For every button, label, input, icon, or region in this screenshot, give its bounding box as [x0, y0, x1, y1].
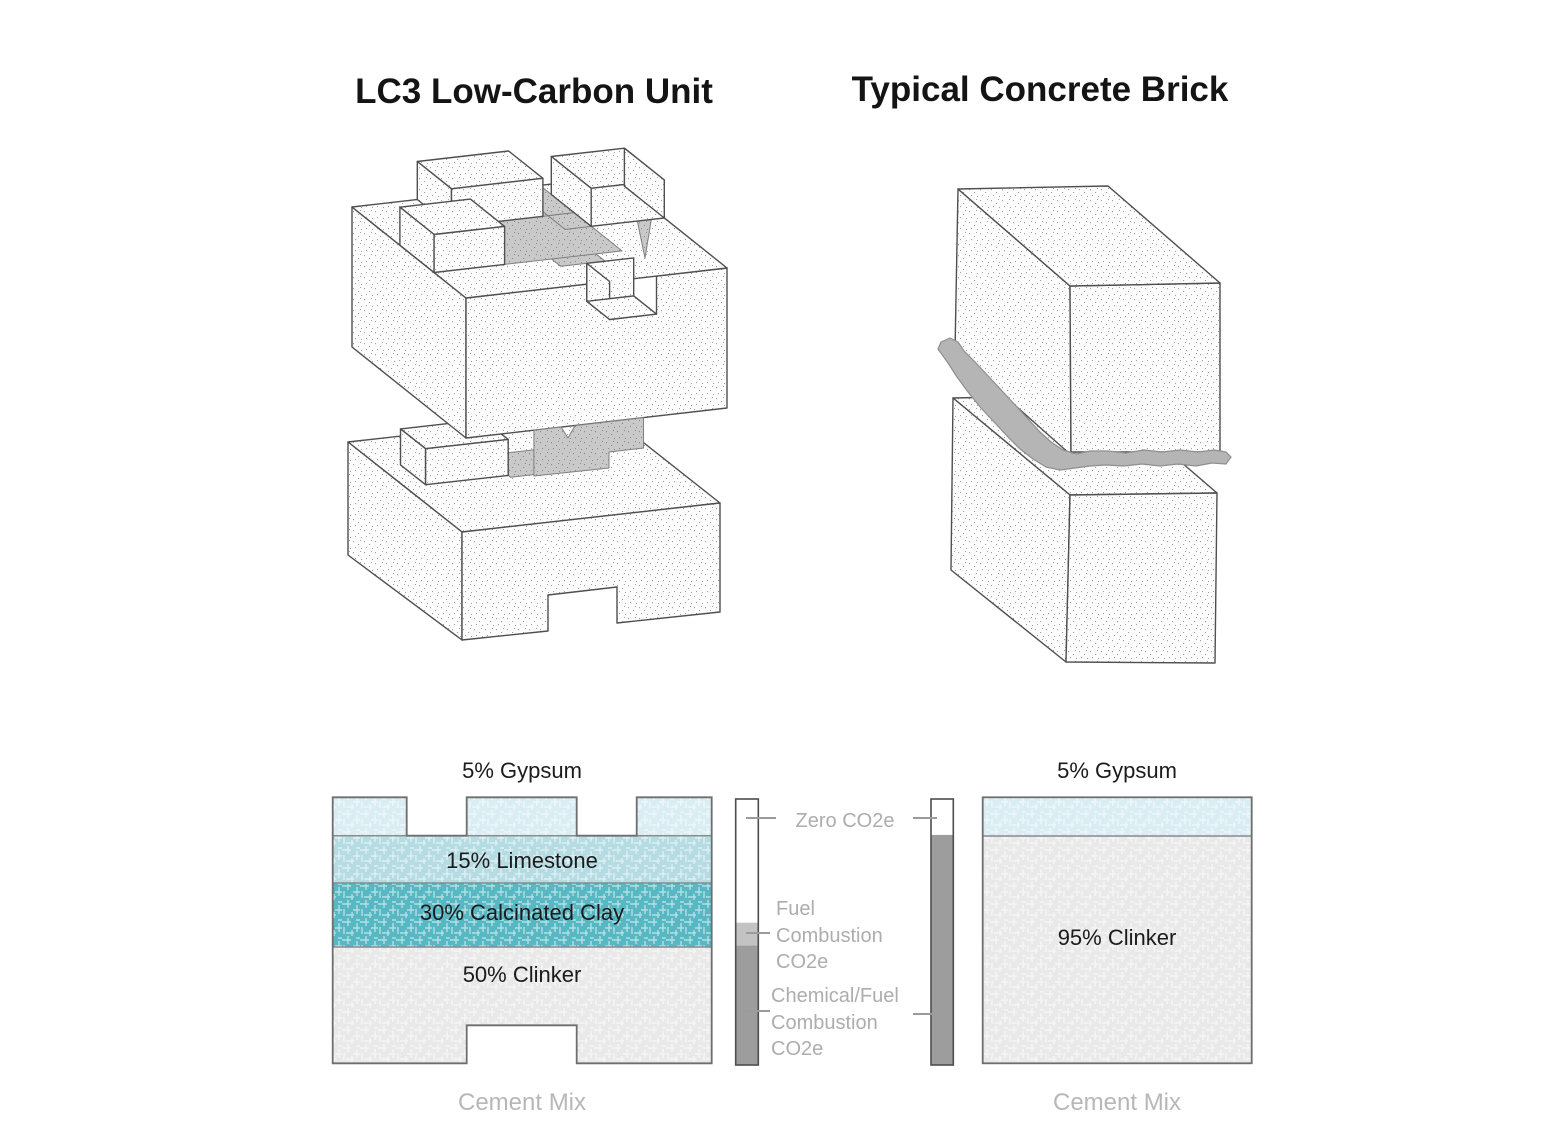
lc3-top-tabs	[399, 147, 665, 274]
lc3-clay-label: 30% Calcinated Clay	[419, 900, 625, 925]
lc3-brick-outline	[331, 796, 713, 1065]
lc3-clinker-label: 50% Clinker	[462, 962, 582, 987]
lc3-front-notch	[586, 257, 658, 321]
fuel-combustion-co2e-label: Fuel Combustion CO2e	[776, 898, 883, 973]
zero-co2e-label: Zero CO2e	[795, 810, 895, 832]
chemical-fuel-combustion-co2e-label: Chemical/Fuel Combustion CO2e	[771, 985, 899, 1060]
typical-bar-segment-chemical	[931, 834, 954, 1065]
typical-cement-mix-diagram	[981, 796, 1253, 1065]
typical-brick-3d-illustration	[937, 185, 1232, 664]
lc3-cement-mix-caption: Cement Mix	[457, 1089, 587, 1116]
lc3-title: LC3 Low-Carbon Unit	[355, 72, 713, 111]
co2e-bars	[734, 798, 955, 1066]
lc3-interlock-key	[533, 417, 644, 477]
crack	[937, 337, 1232, 471]
lc3-gypsum-label: 5% Gypsum	[462, 758, 582, 783]
lc3-brick-3d-illustration	[347, 147, 728, 641]
lc3-bar-segment-chemical	[735, 945, 759, 1065]
typical-cement-mix-caption: Cement Mix	[1052, 1089, 1182, 1116]
lc3-bar-segment-fuel	[735, 922, 759, 946]
lc3-limestone-label: 15% Limestone	[446, 848, 598, 873]
typical-lower-half	[950, 394, 1218, 664]
lc3-co2e-bar	[734, 798, 760, 1066]
typical-title: Typical Concrete Brick	[851, 70, 1229, 109]
typical-co2e-bar	[930, 798, 955, 1066]
typical-upper-half	[954, 185, 1221, 456]
typical-clinker-label: 95% Clinker	[1057, 925, 1177, 950]
lc3-bar-segment-zero	[735, 799, 759, 923]
texture-overlay	[332, 797, 712, 1064]
lc3-cement-mix-diagram	[331, 796, 713, 1065]
lc3-upper-block	[351, 147, 728, 439]
texture-overlay	[982, 797, 1252, 1064]
typical-gypsum-label: 5% Gypsum	[1057, 758, 1177, 783]
typical-bar-segment-zero	[931, 799, 954, 835]
typical-brick-outline	[981, 796, 1253, 1065]
